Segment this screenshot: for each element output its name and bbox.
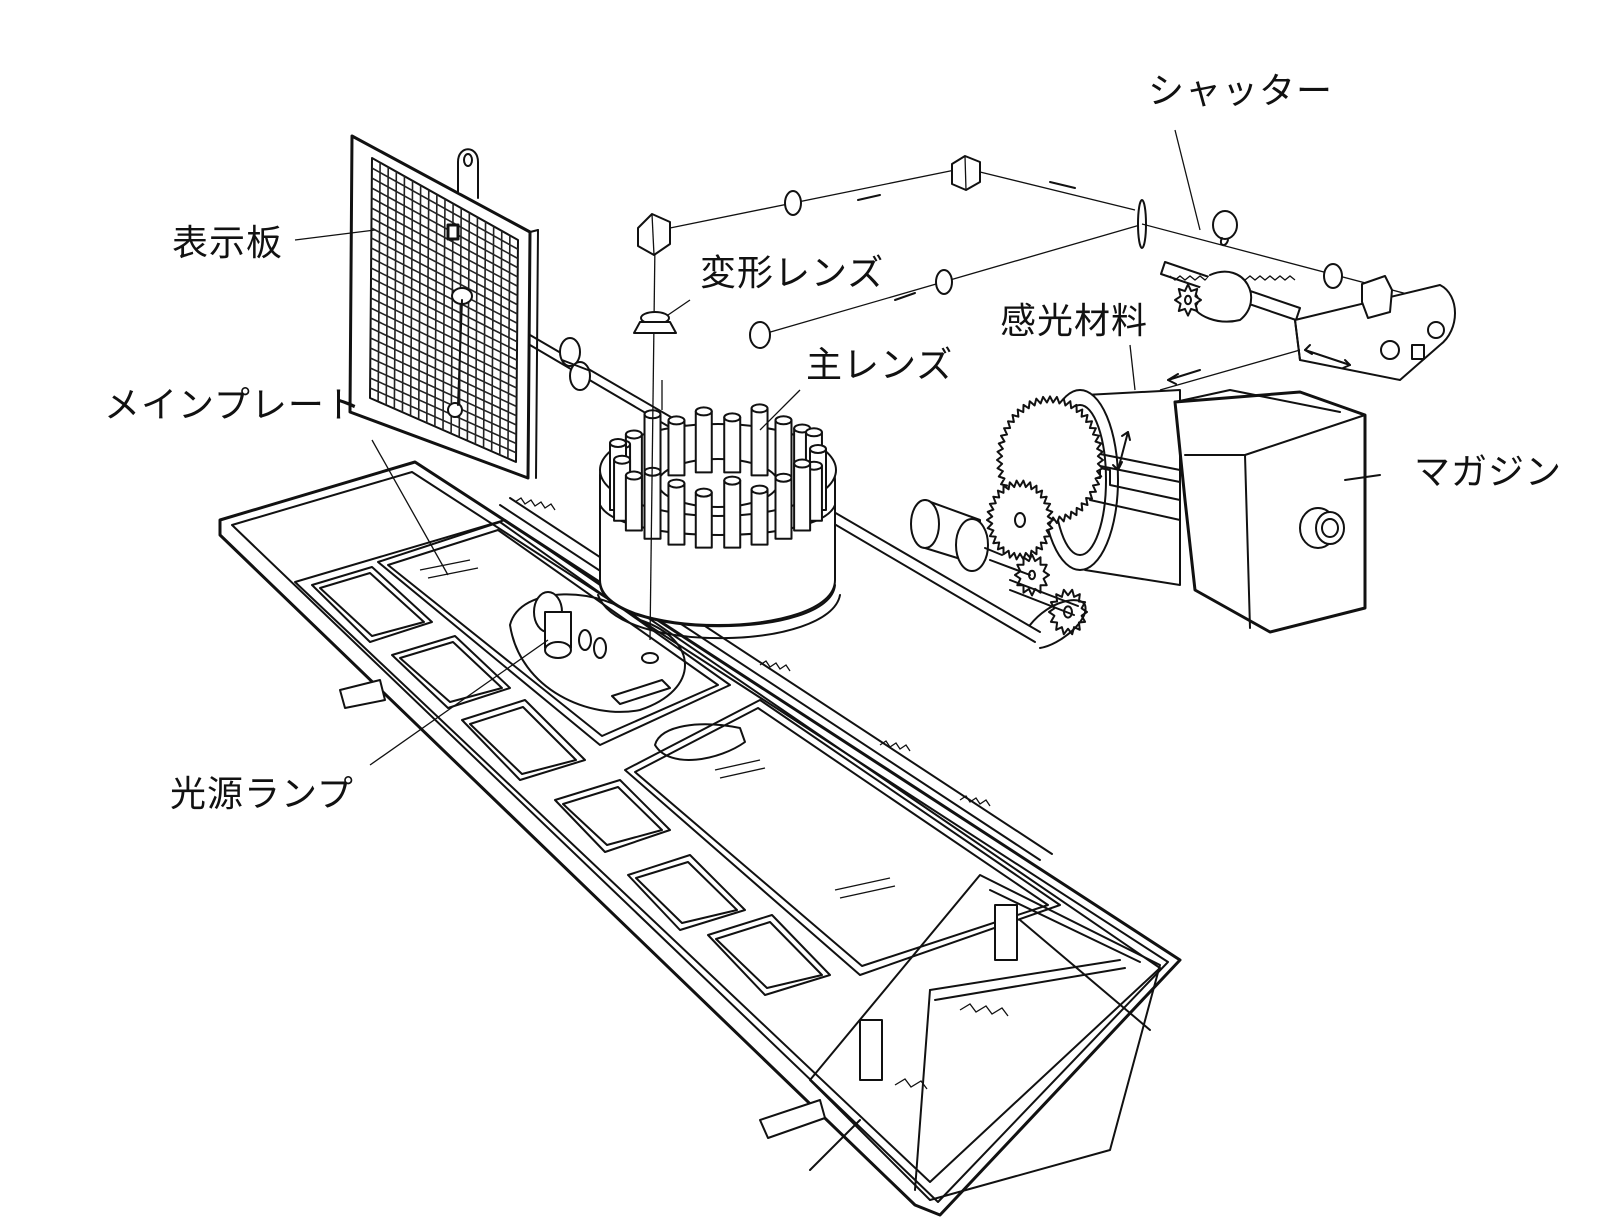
turret-lens-top — [694, 406, 713, 417]
grid-line — [370, 257, 518, 334]
turret-lens-top — [774, 415, 793, 426]
grid-line — [370, 247, 518, 324]
drive-motor — [910, 499, 1003, 572]
label-shutter: シャッター — [1148, 71, 1334, 112]
grid-line — [369, 377, 517, 445]
display-board — [348, 134, 539, 480]
turret-lens-top — [750, 403, 769, 414]
label-light-source-lamp: 光源ランプ — [170, 774, 354, 815]
turret-lens-top — [624, 470, 643, 481]
grid-line — [370, 307, 518, 380]
turret-lens-top — [809, 444, 827, 454]
turret-lens — [750, 407, 769, 477]
grid-line — [370, 347, 517, 417]
grid-line — [370, 297, 518, 371]
film-window-slots — [311, 566, 831, 996]
turret-lens-top — [804, 427, 823, 438]
label-photosensitive-material: 感光材料 — [1000, 301, 1149, 342]
leader-lines — [294, 129, 1381, 766]
grid-line — [370, 337, 517, 408]
label-main-lens: 主レンズ — [806, 345, 954, 386]
shutter-pinion — [1174, 283, 1202, 317]
turret-lens-top — [613, 454, 632, 465]
turret-lens-top — [667, 415, 686, 426]
anamorphic-lens — [633, 311, 677, 334]
turret-lens-top — [723, 475, 742, 486]
turret-lens — [774, 476, 793, 540]
magazine — [1041, 389, 1367, 634]
grid-line — [370, 277, 518, 352]
lens-turret — [597, 403, 841, 640]
grid-line — [369, 367, 517, 435]
turret-lens — [750, 488, 769, 546]
turret-lens-top — [793, 458, 812, 469]
turret-lens — [723, 479, 742, 549]
grid-line — [371, 217, 518, 297]
label-magazine: マガジン — [1414, 452, 1563, 493]
frame-drive-mechanism — [809, 874, 1161, 1201]
label-anamorphic-lens: 変形レンズ — [700, 253, 885, 294]
grid-line — [370, 287, 518, 361]
turret-lens — [624, 474, 643, 532]
label-display-board: 表示板 — [172, 223, 284, 264]
turret-lens — [667, 419, 686, 477]
turret-lens-top — [609, 438, 627, 448]
turret-lens — [694, 410, 713, 474]
grid-line — [371, 197, 519, 278]
turret-lens-top — [774, 472, 793, 483]
prism-cube — [951, 155, 981, 191]
grid-line — [370, 267, 518, 343]
gear-train — [986, 283, 1202, 649]
display-grid — [369, 162, 519, 459]
turret-lens — [694, 491, 713, 549]
grid-line — [370, 327, 517, 398]
turret-lens — [774, 419, 793, 483]
turret-lens-top — [694, 487, 713, 498]
label-main-plate: メインプレート — [104, 385, 362, 426]
grid-line — [371, 167, 519, 250]
turret-lens — [667, 482, 686, 546]
turret-lens-set — [609, 403, 827, 549]
grid-line — [371, 187, 519, 269]
turret-lens-top — [750, 484, 769, 495]
grid-line — [370, 317, 518, 389]
prism-left — [637, 213, 671, 256]
turret-lens-top — [624, 429, 643, 440]
turret-lens — [793, 462, 812, 532]
grid-line — [369, 357, 517, 426]
light-source-lamp — [509, 591, 746, 761]
gear-hub — [1184, 294, 1192, 306]
grid-line — [369, 387, 517, 454]
grid-line — [371, 207, 518, 287]
gear-hub — [1014, 512, 1026, 528]
turret-lens-top — [667, 478, 686, 489]
grid-line — [371, 177, 519, 260]
turret-lens-top — [723, 412, 742, 423]
grid-line — [370, 237, 518, 315]
optical-path — [633, 155, 1147, 641]
grid-line — [371, 227, 518, 306]
turret-lens — [723, 416, 742, 474]
middle-gear — [986, 479, 1054, 561]
